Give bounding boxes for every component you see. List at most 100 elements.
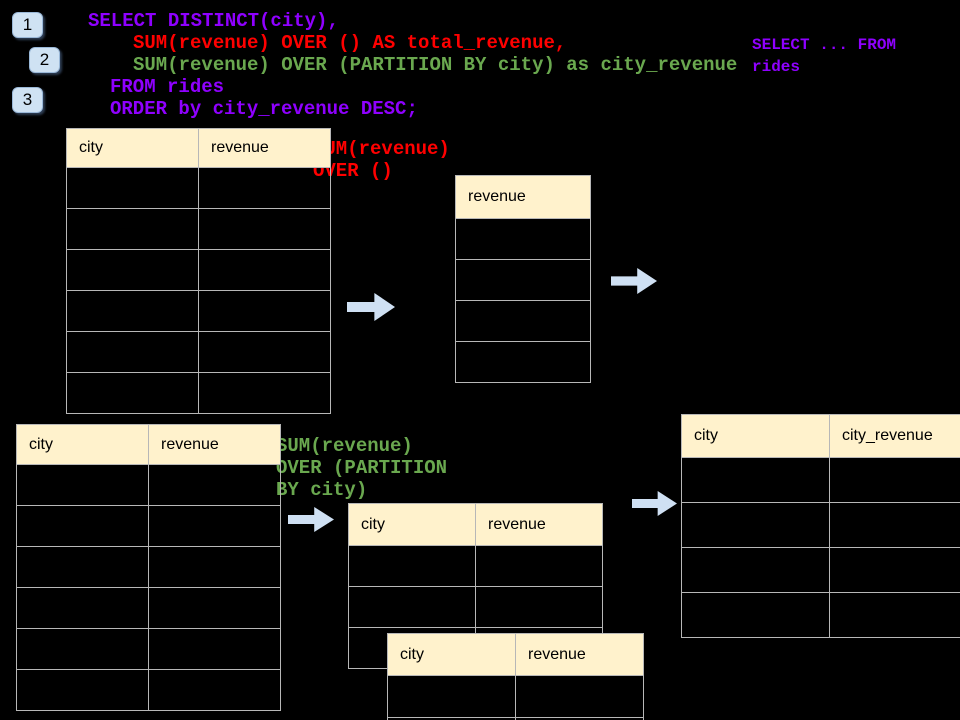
step-badge-1: 1 (12, 12, 43, 38)
column-header: revenue (515, 633, 644, 676)
table-cell (66, 372, 199, 414)
table-cell (455, 259, 591, 301)
table-cell (16, 546, 149, 588)
table-cell (66, 249, 199, 291)
column-header: revenue (148, 424, 281, 465)
table-row (681, 592, 960, 638)
sql-line-order-by: ORDER by city_revenue DESC; (110, 98, 418, 120)
table-cell (681, 547, 830, 593)
table-row (681, 547, 960, 593)
table-row (455, 259, 591, 301)
annotation-partition-line-3: BY city) (276, 479, 368, 501)
sql-line-sum-over-total: SUM(revenue) OVER () AS total_revenue, (133, 32, 567, 54)
table-cell (148, 587, 281, 629)
annotation-total-line-1: SUM(revenue) (313, 138, 450, 160)
table-row (387, 717, 644, 720)
table-row (66, 249, 331, 291)
header-row: revenue (455, 175, 591, 219)
table-cell (16, 669, 149, 711)
column-header: city (387, 633, 516, 676)
arrow-right-icon (611, 268, 657, 294)
table-cell (515, 717, 644, 720)
table-row (16, 505, 281, 547)
table-row (455, 300, 591, 342)
table-row (16, 546, 281, 588)
table-cell (515, 675, 644, 718)
step-badge-2: 2 (29, 47, 60, 73)
step-badge-3: 3 (12, 87, 43, 113)
table-cell (66, 331, 199, 373)
table-row (66, 167, 331, 209)
table-cell (148, 628, 281, 670)
table-cell (148, 464, 281, 506)
table-cell (829, 547, 960, 593)
table-cell (148, 546, 281, 588)
table-row (16, 587, 281, 629)
table-cell (829, 457, 960, 503)
table-cell (16, 505, 149, 547)
table-cell (66, 208, 199, 250)
table-row (455, 218, 591, 260)
table-cell (198, 208, 331, 250)
table-cell (387, 675, 516, 718)
sql-line-select: SELECT DISTINCT(city), (88, 10, 339, 32)
column-header: revenue (475, 503, 603, 546)
column-header: city_revenue (829, 414, 960, 458)
table-cell (66, 167, 199, 209)
table-row (16, 628, 281, 670)
table-row (348, 545, 603, 587)
table-cell (148, 669, 281, 711)
annotation-partition-line-1: SUM(revenue) (276, 435, 413, 457)
table-row (681, 502, 960, 548)
table-cell (198, 290, 331, 332)
table-row (387, 675, 644, 718)
table-cell (198, 372, 331, 414)
table-cell (829, 502, 960, 548)
table-row (16, 464, 281, 506)
sql-line-sum-over-partition: SUM(revenue) OVER (PARTITION BY city) as… (133, 54, 738, 76)
table-cell (16, 587, 149, 629)
table-row (66, 290, 331, 332)
table-cell (681, 457, 830, 503)
column-header: revenue (455, 175, 591, 219)
table-cell (148, 505, 281, 547)
table-row (455, 341, 591, 383)
table-cell (681, 592, 830, 638)
table-cell (455, 300, 591, 342)
table-cell (475, 545, 603, 587)
column-header: city (66, 128, 199, 168)
table-cell (455, 341, 591, 383)
table-row (348, 586, 603, 628)
table-cell (455, 218, 591, 260)
table-cell (681, 502, 830, 548)
column-header: city (16, 424, 149, 465)
table-cell (16, 464, 149, 506)
annotation-partition-line-2: OVER (PARTITION (276, 457, 448, 479)
table-cell (198, 167, 331, 209)
arrow-right-icon (288, 507, 334, 532)
table-row (66, 208, 331, 250)
table-cell (829, 592, 960, 638)
column-header: city (681, 414, 830, 458)
arrow-right-icon (632, 491, 677, 516)
table-cell (198, 331, 331, 373)
side-note-line-2: rides (752, 58, 801, 76)
table-cell (198, 249, 331, 291)
table-row (66, 372, 331, 414)
side-note-line-1: SELECT ... FROM (752, 36, 897, 54)
table-row (66, 331, 331, 373)
table-revenue-only: revenue (455, 175, 591, 383)
sql-line-from: FROM rides (110, 76, 225, 98)
column-header: city (348, 503, 476, 546)
arrow-right-icon (347, 293, 395, 321)
table-cell (348, 545, 476, 587)
